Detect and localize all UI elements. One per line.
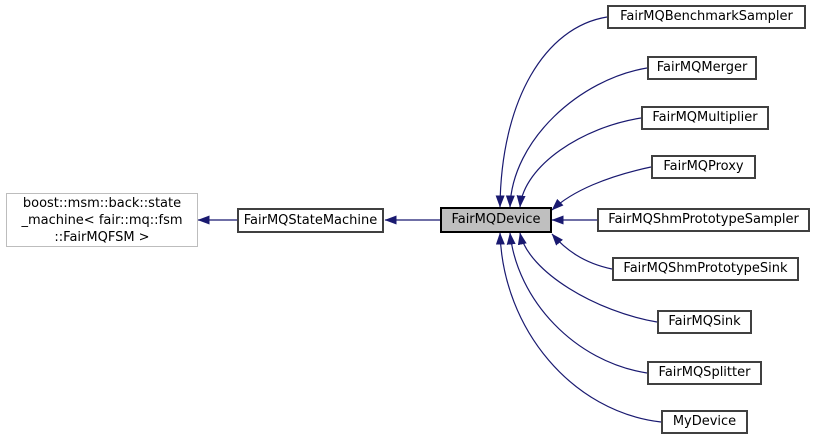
class-node-fairmqmerger[interactable]: FairMQMerger	[647, 56, 757, 80]
class-node-fairmqbenchmarksampler[interactable]: FairMQBenchmarkSampler	[607, 5, 806, 29]
class-node-fairmqstatemachine[interactable]: FairMQStateMachine	[237, 208, 384, 233]
class-node-fairmqmultiplier[interactable]: FairMQMultiplier	[641, 106, 769, 130]
edge-fairmqmerger-to-fairmqdevice	[505, 67, 648, 208]
edge-fairmqsink-to-fairmqdevice	[517, 232, 658, 323]
class-node-fairmqsink[interactable]: FairMQSink	[657, 310, 752, 334]
edge-fairmqshmprototypesink-to-fairmqdevice	[551, 233, 613, 270]
class-node-boost-msm-back-state-machine: boost::msm::back::state _machine< fair::…	[6, 193, 198, 247]
class-node-fairmqshmprototypesampler[interactable]: FairMQShmPrototypeSampler	[597, 208, 810, 232]
edge-fairmqsplitter-to-fairmqdevice	[506, 232, 648, 374]
edge-mydevice-to-fairmqdevice	[495, 232, 662, 423]
class-node-mydevice[interactable]: MyDevice	[661, 410, 748, 434]
edge-fairmqproxy-to-fairmqdevice	[551, 166, 652, 211]
edge-fairmqbenchmarksampler-to-fairmqdevice	[495, 16, 608, 208]
class-node-fairmqsplitter[interactable]: FairMQSplitter	[647, 361, 762, 385]
edge-fairmqmultiplier-to-fairmqdevice	[516, 117, 642, 208]
class-node-fairmqproxy[interactable]: FairMQProxy	[651, 155, 756, 179]
class-node-fairmqshmprototypesink[interactable]: FairMQShmPrototypeSink	[612, 257, 799, 281]
class-node-fairmqdevice: FairMQDevice	[440, 207, 552, 233]
